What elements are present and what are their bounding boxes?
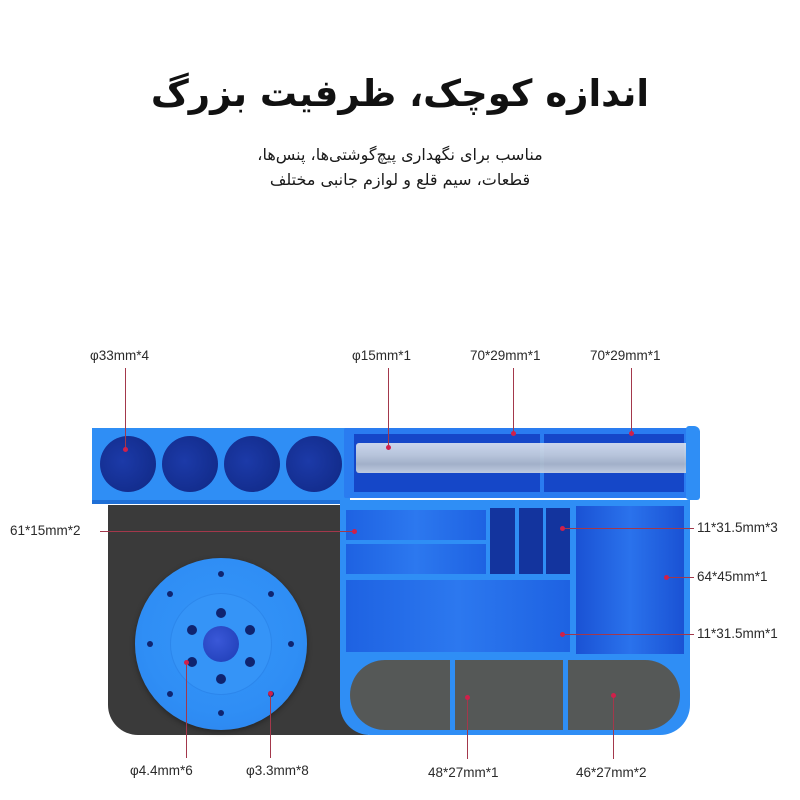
- outer-hole: [167, 691, 173, 697]
- callout-dot: [560, 632, 565, 637]
- callout-dot: [465, 695, 470, 700]
- holder-hole-4: [286, 436, 342, 492]
- page-subtitle: مناسب برای نگهداری پیچ‌گوشتی‌ها، پنس‌ها،…: [0, 142, 800, 192]
- callout-dot: [268, 691, 273, 696]
- callout-label-tube: φ15mm*1: [352, 348, 412, 363]
- callout-line: [613, 695, 615, 759]
- outer-hole: [288, 641, 294, 647]
- callout-dot: [560, 526, 565, 531]
- outer-hole: [167, 591, 173, 597]
- callout-line: [100, 531, 354, 533]
- gray-pad-left: [350, 660, 450, 730]
- tube-end-cap: [686, 426, 700, 500]
- callout-label-outer-holes: φ3.3mm*8: [246, 763, 309, 778]
- inner-hole: [187, 657, 197, 667]
- callout-dot: [352, 529, 357, 534]
- callout-line: [562, 528, 694, 530]
- compartment-61x15-b: [346, 544, 486, 574]
- callout-dot: [184, 660, 189, 665]
- callout-label-side-pads: 46*27mm*2: [576, 765, 647, 780]
- compartment-tray: [340, 426, 700, 738]
- callout-label-middle-pad: 48*27mm*1: [428, 765, 499, 780]
- subtitle-line-1: مناسب برای نگهداری پیچ‌گوشتی‌ها، پنس‌ها،: [257, 145, 543, 164]
- callout-label-small-compartments: 61*15mm*2: [10, 523, 81, 538]
- callout-label-bottom-compartment: 11*31.5mm*1: [697, 626, 778, 641]
- callout-line: [631, 368, 633, 433]
- inner-hole: [216, 674, 226, 684]
- screwdriver-holder-bar: [92, 428, 350, 504]
- subtitle-line-2: قطعات، سیم قلع و لوازم جانبی مختلف: [269, 170, 531, 189]
- inner-hole: [216, 608, 226, 618]
- compartment-large-bottom: [346, 580, 570, 652]
- callout-line: [125, 368, 127, 449]
- rotating-bit-disc: [135, 558, 307, 730]
- inner-hole: [187, 625, 197, 635]
- gray-pad-middle: [455, 660, 563, 730]
- callout-dot: [386, 445, 391, 450]
- tray-top-section: [344, 426, 700, 500]
- callout-label-top-slot-right: 70*29mm*1: [590, 348, 661, 363]
- callout-label-narrow-compartments: 11*31.5mm*3: [697, 520, 778, 535]
- solder-tube: [356, 443, 696, 473]
- outer-hole: [268, 591, 274, 597]
- tray-main-section: [340, 500, 690, 735]
- callout-label-large-right-compartment: 64*45mm*1: [697, 569, 768, 584]
- compartment-narrow-2: [519, 508, 543, 574]
- inner-hole: [245, 625, 255, 635]
- holder-hole-1: [100, 436, 156, 492]
- callout-label-inner-holes: φ4.4mm*6: [130, 763, 193, 778]
- page-title: اندازه کوچک، ظرفیت بزرگ: [150, 72, 650, 115]
- outer-hole: [147, 641, 153, 647]
- callout-line: [513, 368, 515, 433]
- callout-label-holder-holes: φ33mm*4: [90, 348, 150, 363]
- compartment-narrow-3: [546, 508, 570, 574]
- callout-dot: [664, 575, 669, 580]
- gray-pad-right: [568, 660, 680, 730]
- callout-line: [562, 634, 694, 636]
- compartment-narrow-1: [490, 508, 515, 574]
- holder-hole-3: [224, 436, 280, 492]
- callout-dot: [611, 693, 616, 698]
- disc-center-hole: [203, 626, 239, 662]
- callout-line: [186, 662, 188, 758]
- callout-line: [270, 693, 272, 758]
- callout-dot: [511, 431, 516, 436]
- holder-hole-2: [162, 436, 218, 492]
- callout-line: [388, 368, 390, 447]
- callout-line: [467, 697, 469, 759]
- outer-hole: [218, 571, 224, 577]
- compartment-64x45: [576, 506, 684, 654]
- compartment-61x15-a: [346, 510, 486, 540]
- inner-hole: [245, 657, 255, 667]
- callout-line: [666, 577, 694, 579]
- outer-hole: [218, 710, 224, 716]
- callout-label-top-slot-left: 70*29mm*1: [470, 348, 541, 363]
- callout-dot: [123, 447, 128, 452]
- callout-dot: [629, 431, 634, 436]
